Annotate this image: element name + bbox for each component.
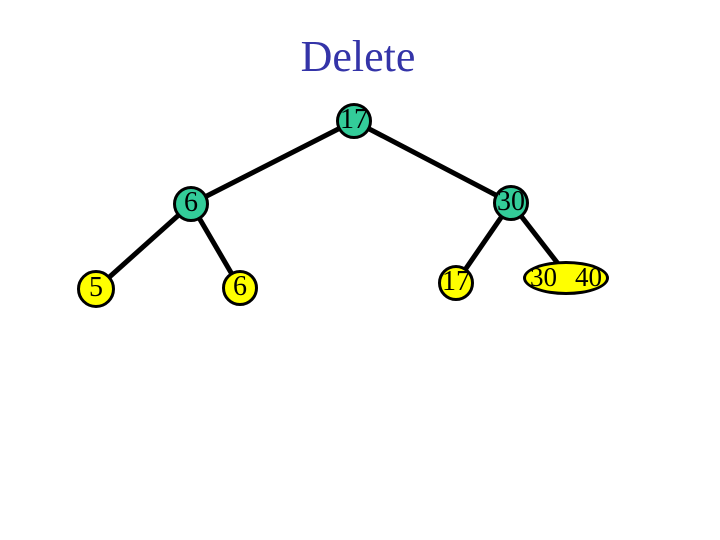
node-label-leaf-6: 6 [233, 271, 247, 302]
tree-node-leaf-5: 5 [77, 270, 115, 308]
node-label-leaf-30: 30 [530, 261, 557, 292]
node-label-internal-6: 6 [184, 187, 198, 218]
slide-title: Delete [300, 32, 416, 81]
tree-node-leaf-30-40: 30 40 [523, 261, 609, 295]
tree-edge-internal-6-to-leaf-5 [94, 202, 193, 291]
tree-edge-root-to-internal-30 [352, 118, 513, 206]
tree-edge-root-to-internal-6 [189, 118, 356, 207]
tree-node-root-17: 17 [336, 103, 372, 139]
tree-node-leaf-17: 17 [438, 265, 474, 301]
node-label-internal-30: 30 [497, 186, 525, 217]
node-label-leaf-40: 40 [575, 261, 602, 292]
tree-node-internal-6: 6 [173, 186, 209, 222]
node-label-root-17: 17 [340, 104, 368, 135]
tree-node-leaf-6: 6 [222, 270, 258, 306]
tree-node-internal-30: 30 [493, 185, 529, 221]
node-label-leaf-17: 17 [442, 266, 470, 297]
node-label-leaf-5: 5 [89, 272, 103, 303]
